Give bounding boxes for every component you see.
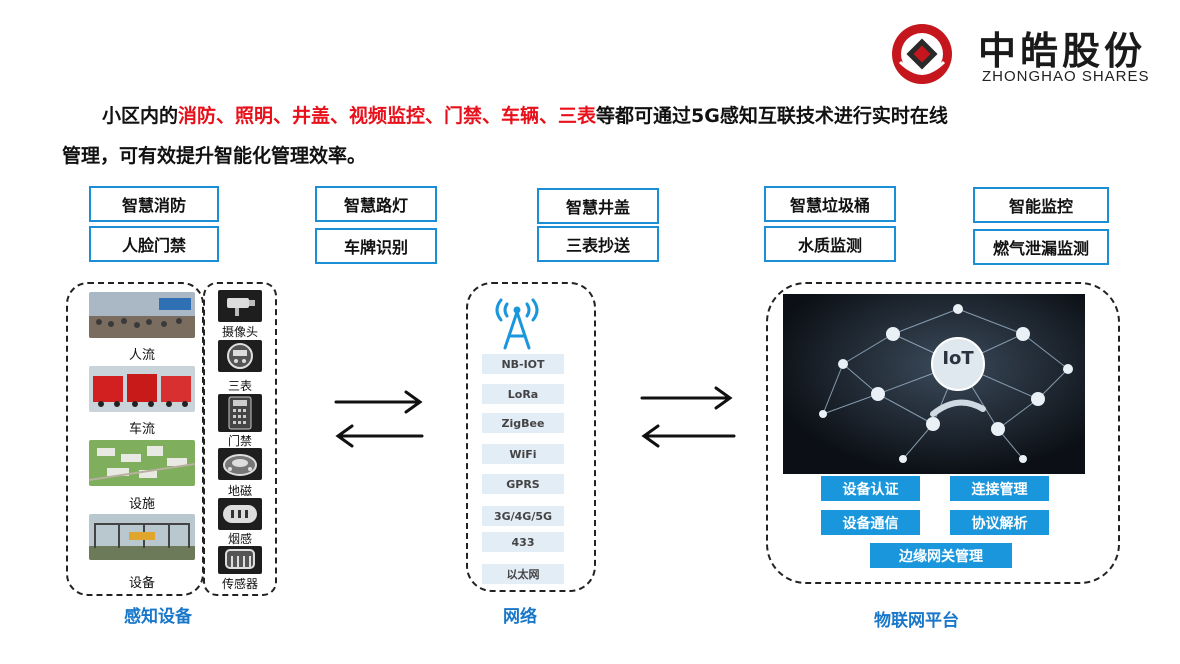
intro-highlight: 消防、照明、井盖、视频监控、门禁、车辆、三表 bbox=[178, 105, 597, 127]
crowd-photo bbox=[89, 292, 195, 338]
caption-sensing: 感知设备 bbox=[124, 607, 192, 627]
app-face-access: 人脸门禁 bbox=[89, 226, 219, 262]
company-name-en: ZHONGHAO SHARES bbox=[982, 68, 1150, 85]
protocol-gprs: GPRS bbox=[482, 474, 564, 494]
camera-icon bbox=[218, 290, 262, 322]
protocol-433: 433 bbox=[482, 532, 564, 552]
equipment-photo bbox=[89, 514, 195, 560]
protocol-wifi: WiFi bbox=[482, 444, 564, 464]
function-connection-mgmt: 连接管理 bbox=[950, 476, 1049, 501]
intro-line1-rest: 等都可通过5G感知互联技术进行实时在线 bbox=[596, 105, 948, 127]
meter-icon bbox=[218, 340, 262, 372]
network-panel bbox=[466, 282, 596, 592]
protocol-ethernet: 以太网 bbox=[482, 564, 564, 584]
intro-prefix: 小区内的 bbox=[102, 105, 179, 127]
app-smart-fire: 智慧消防 bbox=[89, 186, 219, 222]
keypad-icon bbox=[218, 394, 262, 432]
company-name-cn: 中皓股份 bbox=[978, 28, 1147, 73]
intro-paragraph: 小区内的消防、照明、井盖、视频监控、门禁、车辆、三表等都可通过5G感知互联技术进… bbox=[62, 96, 1142, 176]
iot-label: IoT bbox=[942, 348, 974, 369]
antenna-icon bbox=[495, 298, 539, 350]
protocol-cellular: 3G/4G/5G bbox=[482, 506, 564, 526]
smoke-detector-icon bbox=[218, 498, 262, 530]
app-smart-manhole: 智慧井盖 bbox=[537, 188, 659, 224]
device-label-smoke: 烟感 bbox=[227, 532, 252, 546]
function-device-auth: 设备认证 bbox=[821, 476, 920, 501]
app-smart-streetlight: 智慧路灯 bbox=[315, 186, 437, 222]
iot-network-image bbox=[783, 294, 1085, 474]
function-protocol-parse: 协议解析 bbox=[950, 510, 1049, 535]
bidirectional-arrows-left bbox=[334, 390, 424, 448]
photo-label-equipment: 设备 bbox=[128, 576, 155, 591]
device-label-meter: 三表 bbox=[227, 379, 252, 393]
app-meter-reading: 三表抄送 bbox=[537, 226, 659, 262]
company-logo-icon bbox=[892, 24, 952, 84]
traffic-photo bbox=[89, 366, 195, 412]
photo-label-traffic: 车流 bbox=[128, 422, 155, 437]
platform-panel bbox=[766, 282, 1120, 584]
intro-line2: 管理，可有效提升智能化管理效率。 bbox=[62, 145, 367, 167]
caption-platform: 物联网平台 bbox=[874, 611, 959, 631]
app-water-quality: 水质监测 bbox=[764, 226, 896, 262]
caption-network: 网络 bbox=[503, 607, 537, 627]
function-device-comm: 设备通信 bbox=[821, 510, 920, 535]
protocol-lora: LoRa bbox=[482, 384, 564, 404]
device-label-sensor: 传感器 bbox=[221, 577, 258, 591]
app-smart-trashcan: 智慧垃圾桶 bbox=[764, 186, 896, 222]
device-label-geomagnetic: 地磁 bbox=[227, 484, 252, 498]
bidirectional-arrows-right bbox=[640, 386, 736, 448]
photo-label-facility: 设施 bbox=[128, 497, 155, 512]
photo-label-crowd: 人流 bbox=[128, 348, 155, 363]
device-label-camera: 摄像头 bbox=[221, 325, 258, 339]
sensor-icon bbox=[218, 546, 262, 574]
facility-photo bbox=[89, 440, 195, 486]
app-plate-recognition: 车牌识别 bbox=[315, 228, 437, 264]
function-edge-gateway: 边缘网关管理 bbox=[870, 543, 1012, 568]
protocol-nb-iot: NB-IOT bbox=[482, 354, 564, 374]
device-label-keypad: 门禁 bbox=[227, 434, 252, 448]
sensing-devices-panel bbox=[203, 282, 277, 596]
geomagnetic-sensor-icon bbox=[218, 448, 262, 480]
app-smart-surveillance: 智能监控 bbox=[973, 187, 1109, 223]
app-gas-leak: 燃气泄漏监测 bbox=[973, 229, 1109, 265]
protocol-zigbee: ZigBee bbox=[482, 413, 564, 433]
